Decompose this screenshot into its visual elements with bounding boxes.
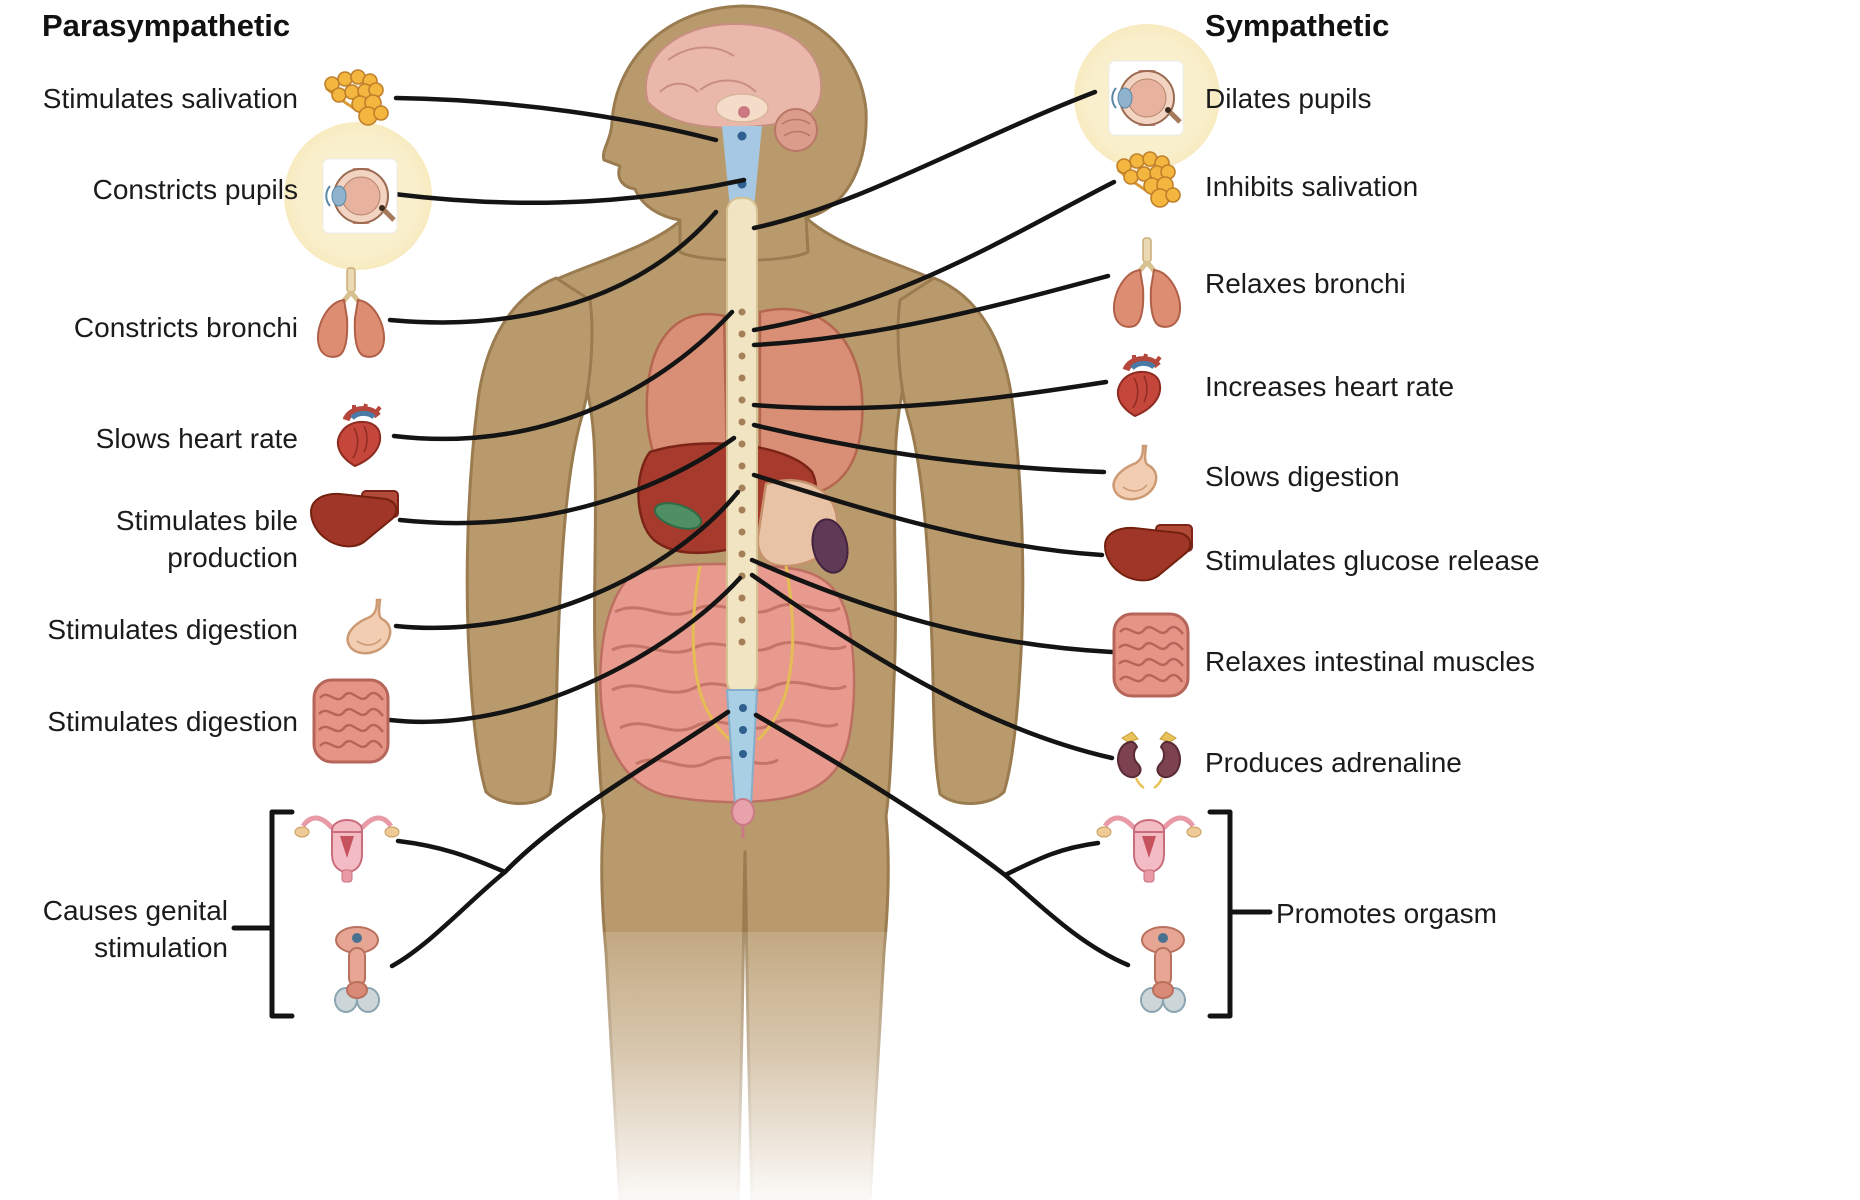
salivary-glands-icon xyxy=(1110,150,1190,210)
intestines-icon xyxy=(1110,610,1192,700)
label-constricts-bronchi: Constricts bronchi xyxy=(73,312,298,343)
pelvic-organ xyxy=(731,798,755,826)
stomach-icon xyxy=(1102,442,1164,506)
heart-icon xyxy=(324,402,396,472)
right-arm xyxy=(896,276,1025,806)
male-reproductive-icon xyxy=(1126,924,1200,1014)
label-dilates-pupils: Dilates pupils xyxy=(1205,83,1372,114)
label-relaxes-bronchi: Relaxes bronchi xyxy=(1205,268,1406,299)
label-increases-heart-rate: Increases heart rate xyxy=(1205,371,1455,402)
eye-icon xyxy=(322,158,398,234)
eye-icon xyxy=(1108,60,1184,136)
lungs-icon xyxy=(310,266,392,362)
label-constricts-pupils: Constricts pupils xyxy=(92,174,298,205)
label-produces-adrenaline: Produces adrenaline xyxy=(1205,747,1462,778)
sympathetic-title: Sympathetic xyxy=(1205,8,1390,43)
lungs-icon xyxy=(1106,236,1188,332)
label-stimulates-bile-production: Stimulates bile production xyxy=(115,505,298,573)
female-reproductive-icon xyxy=(1096,798,1202,884)
label-stimulates-glucose-release: Stimulates glucose release xyxy=(1205,545,1540,576)
intestines-icon xyxy=(310,676,392,766)
label-stimulates-salivation: Stimulates salivation xyxy=(42,83,298,114)
heart-icon xyxy=(1104,352,1176,422)
label-slows-heart-rate: Slows heart rate xyxy=(95,423,298,454)
parasympathetic-title: Parasympathetic xyxy=(42,8,291,43)
label-stimulates-digestion-intestines: Stimulates digestion xyxy=(47,706,298,737)
label-slows-digestion: Slows digestion xyxy=(1205,461,1400,492)
leg-fade xyxy=(540,932,970,1200)
salivary-glands-icon xyxy=(318,68,398,128)
label-promotes-orgasm: Promotes orgasm xyxy=(1276,898,1497,929)
male-reproductive-icon xyxy=(320,924,394,1014)
cerebellum xyxy=(774,108,818,152)
female-reproductive-icon xyxy=(294,798,400,884)
label-stimulates-digestion-stomach: Stimulates digestion xyxy=(47,614,298,645)
kidneys-adrenal-icon xyxy=(1110,726,1188,790)
liver-icon xyxy=(306,488,402,552)
label-inhibits-salivation: Inhibits salivation xyxy=(1205,171,1419,202)
liver-icon xyxy=(1100,522,1196,586)
label-relaxes-intestinal-muscles: Relaxes intestinal muscles xyxy=(1205,646,1535,677)
label-causes-genital-stimulation: Causes genital stimulation xyxy=(42,895,228,963)
left-arm xyxy=(465,276,594,806)
stomach-icon xyxy=(336,596,398,660)
